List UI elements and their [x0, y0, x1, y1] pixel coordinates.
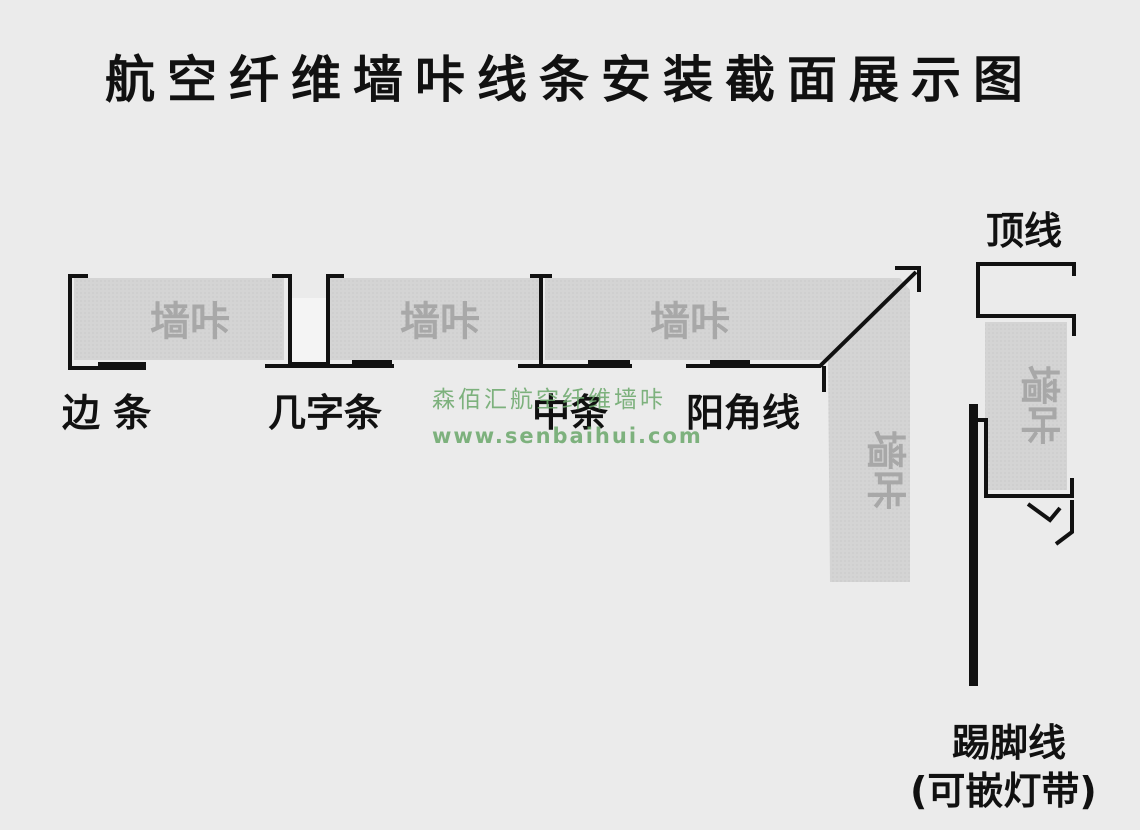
panels: [74, 278, 1067, 582]
panel-text-vertical: 墙咔: [862, 430, 908, 510]
watermark-text: 森佰汇航空纤维墙咔: [432, 387, 666, 413]
label-skirting-line: 踢脚线: [952, 721, 1067, 765]
panel-corner-vertical: [828, 278, 910, 582]
page-title: 航空纤维墙咔线条安装截面展示图: [105, 51, 1035, 109]
label-skirting-note: (可嵌灯带): [910, 769, 1097, 813]
label-outer-corner: 阳角线: [686, 391, 801, 435]
panel-text-right: 墙咔: [1016, 365, 1062, 445]
middle-strip-profile: [518, 274, 632, 368]
panel-text-2: 墙咔: [400, 299, 480, 345]
label-middle-strip: 中条: [532, 391, 609, 435]
label-ceiling-line: 顶线: [986, 209, 1063, 253]
label-edge-strip: 边 条: [62, 391, 152, 435]
panel-right: [985, 322, 1067, 490]
skirting-line-profile: [969, 404, 1074, 686]
ji-strip-profile: [265, 274, 394, 368]
panel-text-3: 墙咔: [650, 299, 730, 345]
watermark-url: www.senbaihui.com: [432, 424, 703, 448]
outer-corner-profile: [686, 266, 921, 392]
panel-3: [545, 278, 900, 360]
edge-strip-profile: [68, 274, 146, 370]
panel-2: [330, 278, 540, 360]
panel-1: [74, 278, 284, 360]
label-ji-strip: 几字条: [268, 391, 383, 435]
panel-text-1: 墙咔: [150, 299, 230, 345]
profiles: [68, 262, 1076, 686]
ceiling-line-profile: [976, 262, 1076, 336]
